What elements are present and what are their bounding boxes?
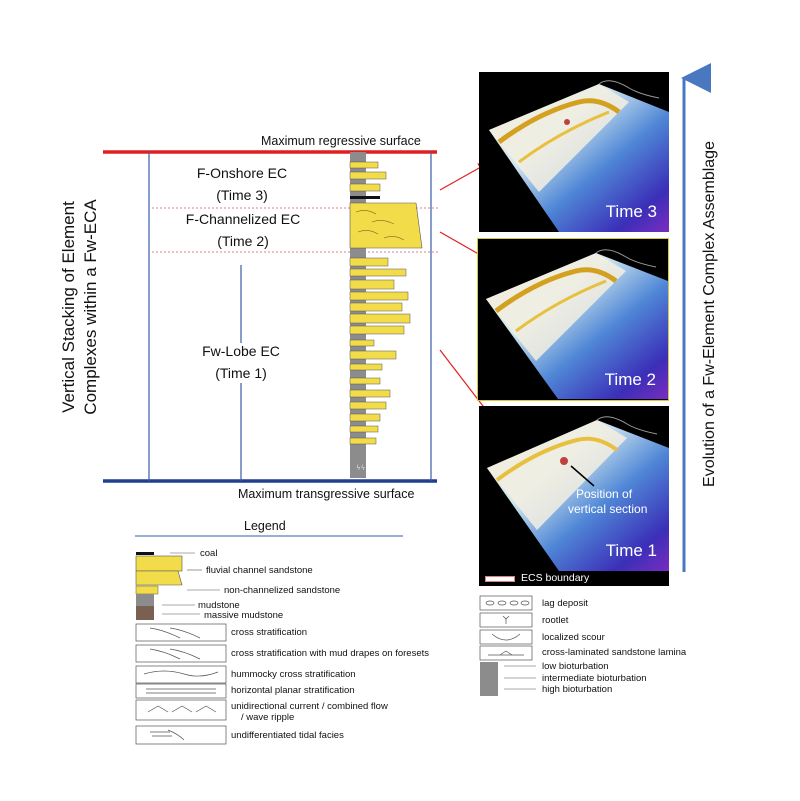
stratigraphic-column: ϟϟ [349,152,423,478]
legend-wave-ripple: / wave ripple [241,712,295,723]
legend-cross-stratification-mud-drapes: cross stratification with mud drapes on … [231,648,430,659]
lobe-ec-name: Fw-Lobe EC [202,343,280,359]
legend-rootlet: rootlet [542,615,569,626]
onshore-ec-name: F-Onshore EC [196,165,288,181]
onshore-ec-time: (Time 3) [216,187,268,203]
onshore-ec-label: F-Onshore EC (Time 3) [182,165,302,203]
legend-localized-scour: localized scour [542,632,605,643]
legend-massive-mudstone: massive mudstone [204,610,284,621]
panel-time1-render [487,416,669,571]
lobe-ec-label: Fw-Lobe EC (Time 1) [186,343,296,381]
legend-cross-stratification: cross stratification [231,627,308,638]
svg-text:ϟϟ: ϟϟ [356,464,365,472]
ecs-boundary-swatch [485,576,515,582]
channelized-ec-time: (Time 2) [217,233,269,249]
legend-cross-laminated-lamina: cross-laminated sandstone lamina [542,647,687,658]
lobe-ec-time: (Time 1) [215,365,267,381]
legend-lag-deposit: lag deposit [542,598,588,609]
panel-time3-label: Time 3 [605,202,657,221]
max-regressive-label: Maximum regressive surface [261,134,421,148]
ecs-boundary-legend: ECS boundary [479,571,669,586]
channelized-ec-label: F-Channelized EC (Time 2) [168,211,318,249]
panel-time2-render [486,249,668,399]
panel-time3-render [489,80,669,232]
legend-coal: coal [200,548,218,559]
legend-low-bioturbation: low bioturbation [542,661,609,672]
ecs-boundary-label: ECS boundary [521,572,590,584]
channelized-ec-name: F-Channelized EC [185,211,301,227]
max-transgressive-label: Maximum transgressive surface [238,487,415,501]
position-annotation-line2: vertical section [568,502,648,516]
legend-fluvial-channel-sandstone: fluvial channel sandstone [206,565,313,576]
legend-title: Legend [244,519,286,533]
legend-intermediate-bioturbation: intermediate bioturbation [542,673,647,684]
panel-time1-label: Time 1 [605,541,657,560]
panel-time2-label: Time 2 [604,370,656,389]
legend-non-channelized-sandstone: non-channelized sandstone [224,585,341,596]
legend-hummocky-cross-stratification: hummocky cross stratification [231,669,356,680]
position-annotation-line1: Position of [576,487,633,501]
legend-high-bioturbation: high bioturbation [542,684,613,695]
panel-time2: Time 2 [477,238,669,401]
legend-mudstone: mudstone [198,600,240,611]
legend-undifferentiated-tidal-facies: undifferentiated tidal facies [231,730,344,741]
legend-horizontal-planar-stratification: horizontal planar stratification [231,685,355,696]
panel-time1: Position of vertical section Time 1 [479,406,669,571]
legend-unidirectional-current: unidirectional current / combined flow [231,701,388,712]
panel-time3: Time 3 [479,72,669,232]
